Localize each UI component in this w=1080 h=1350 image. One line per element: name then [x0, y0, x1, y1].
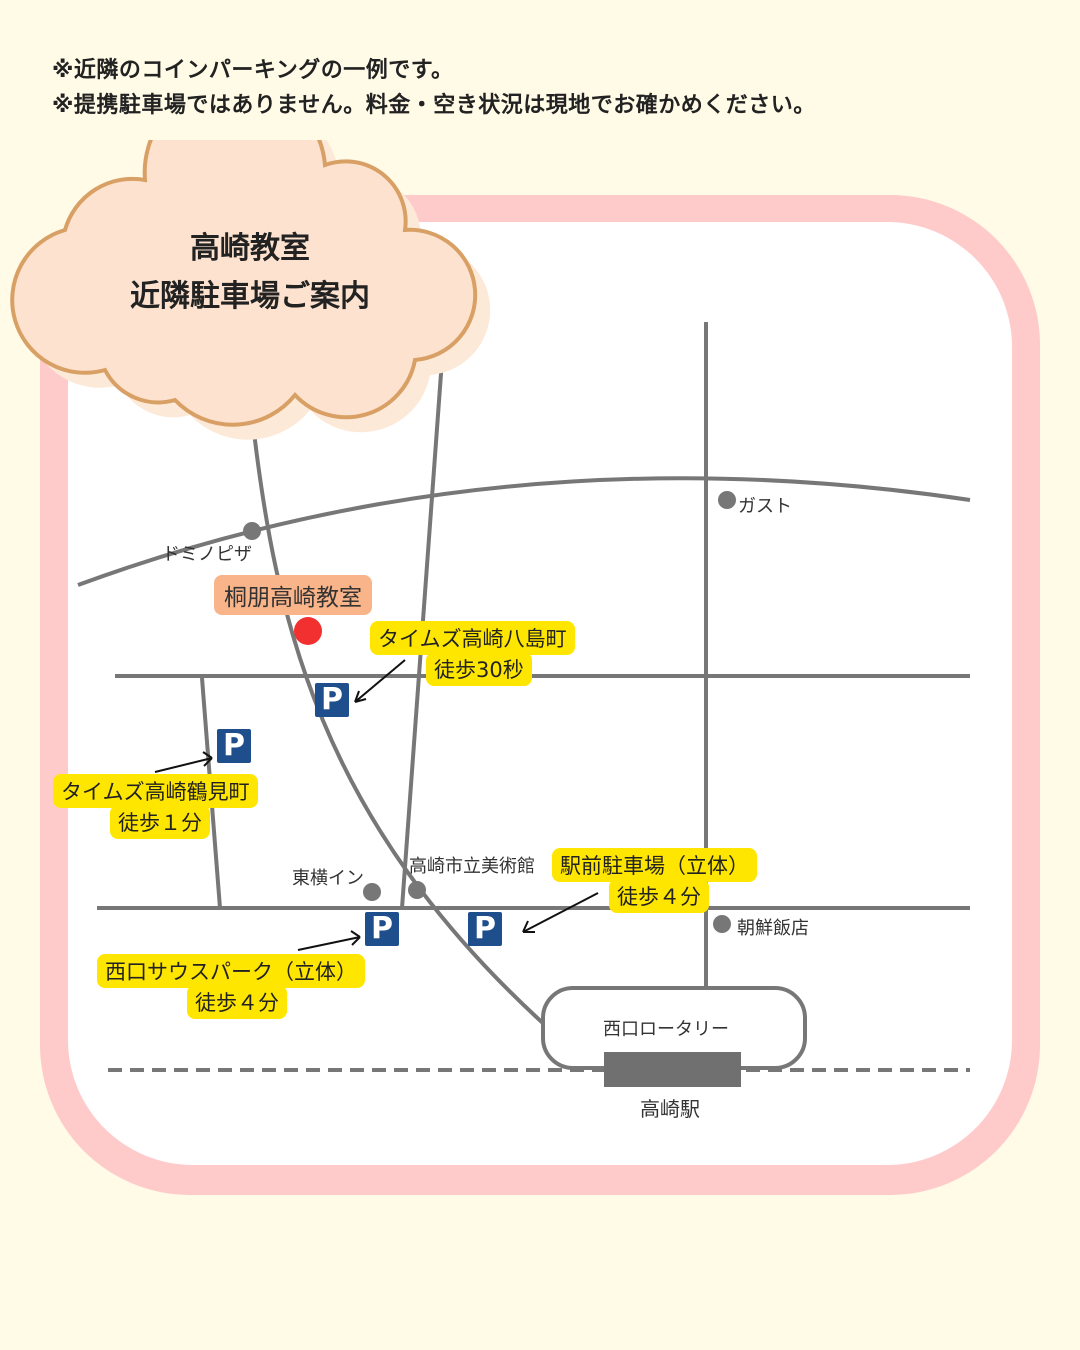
landmark-toyoko: 東横イン — [292, 868, 364, 889]
arrows — [154, 659, 599, 951]
parking-1-walk: 徒歩１分 — [110, 805, 210, 839]
title-line-2: 近隣駐車場ご案内 — [130, 279, 370, 314]
parking-icon-ekimae[interactable]: P — [468, 912, 502, 946]
landmark-dots — [243, 491, 736, 933]
station-label: 高崎駅 — [640, 1097, 700, 1121]
parking-0-name: タイムズ高崎八島町 — [370, 621, 575, 655]
note-2: ※提携駐車場ではありません。料金・空き状況は現地でお確かめください。 — [52, 93, 816, 118]
note-1: ※近隣のコインパーキングの一例です。 — [52, 58, 454, 83]
school-label: 桐朋高崎教室 — [214, 575, 372, 615]
title-cloud — [10, 140, 491, 440]
parking-icon-tsurumi[interactable]: P — [217, 729, 251, 763]
map — [10, 140, 1040, 1195]
parking-2-name: 駅前駐車場（立体） — [552, 848, 757, 882]
page-title: 高崎教室近隣駐車場ご案内 — [90, 225, 410, 321]
landmark-korean: 朝鮮飯店 — [737, 918, 809, 939]
landmark-gusto: ガスト — [738, 496, 792, 517]
parking-1-name: タイムズ高崎鶴見町 — [53, 774, 258, 808]
rotary-label: 西口ロータリー — [603, 1019, 729, 1040]
parking-2-walk: 徒歩４分 — [609, 879, 709, 913]
parking-icon-yashima[interactable]: P — [315, 683, 349, 717]
landmark-domino: ドミノピザ — [162, 544, 252, 565]
frame-inner — [68, 222, 1012, 1165]
school-marker — [294, 617, 322, 645]
parking-3-walk: 徒歩４分 — [187, 985, 287, 1019]
station-building — [604, 1052, 741, 1087]
roads — [77, 322, 971, 1072]
landmark-museum: 高崎市立美術館 — [409, 856, 535, 877]
parking-0-walk: 徒歩30秒 — [426, 652, 532, 686]
title-line-1: 高崎教室 — [190, 231, 310, 266]
parking-icon-south[interactable]: P — [365, 912, 399, 946]
parking-3-name: 西口サウスパーク（立体） — [97, 954, 365, 988]
